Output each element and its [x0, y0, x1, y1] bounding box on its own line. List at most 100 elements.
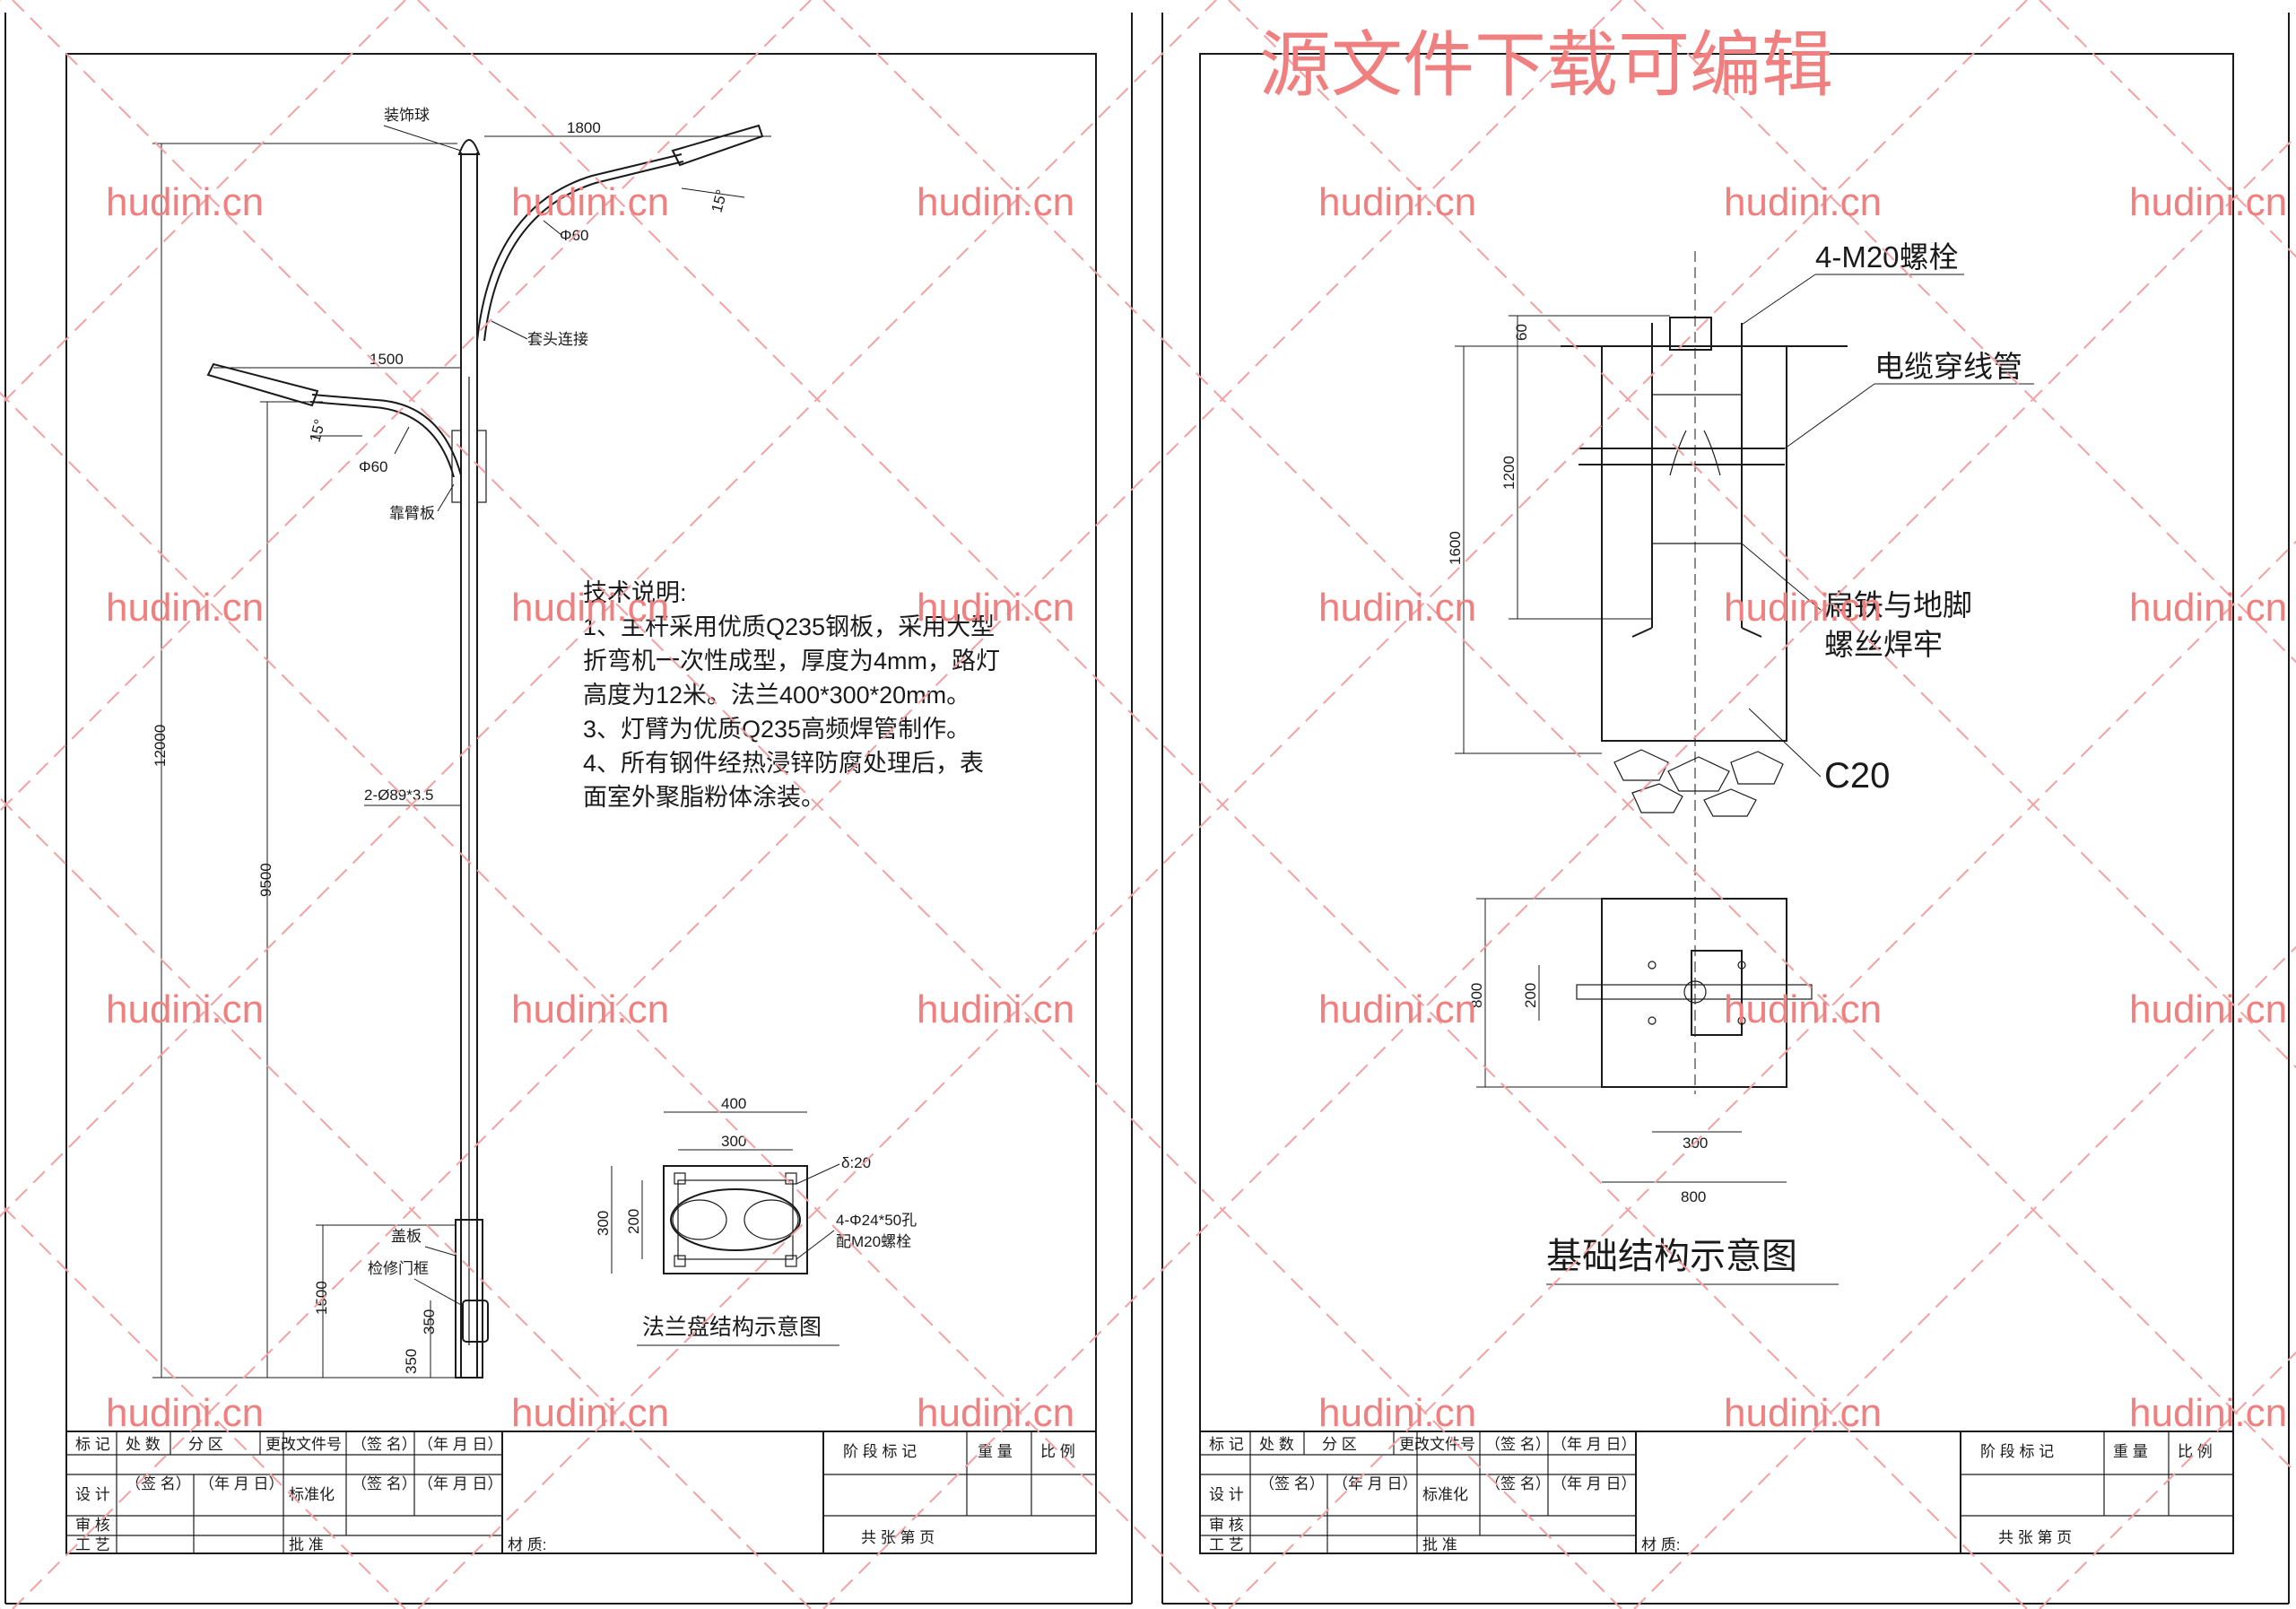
tb-material: 材 质:	[508, 1536, 546, 1553]
tb-stage: 阶 段 标 记	[843, 1443, 917, 1460]
dim-plan-height: 800	[1468, 983, 1485, 1008]
tb2-count: 处 数	[1259, 1436, 1294, 1453]
watermark-site-1-1: hudini.cn	[511, 586, 669, 630]
dim-lower-arm: 1500	[370, 351, 404, 368]
label-cover: 盖板	[391, 1228, 422, 1245]
title-block-left: 标 记 处 数 分 区 更改文件号 （签 名） （年 月 日） 设 计 （签 名…	[65, 1431, 1097, 1554]
watermark-site-1-5: hudini.cn	[2129, 586, 2287, 630]
tb-change-doc: 更改文件号	[265, 1436, 342, 1453]
technical-notes: 技术说明: 1、主杆采用优质Q235钢板，采用大型 折弯机一次性成型，厚度为4m…	[583, 579, 1000, 811]
watermark-site-2-4: hudini.cn	[1724, 987, 1882, 1031]
left-labels: 装饰球 套头连接 靠臂板 Φ60 Φ60 15° 15° 2-Ø89*3.5 盖…	[307, 107, 745, 1307]
label-weld-1: 扁铁与地脚	[1824, 588, 1972, 622]
tb-review: 审 核	[75, 1517, 110, 1534]
label-arm-dia-lower: Φ60	[359, 458, 387, 475]
flange-hole-1: 4-Φ24*50孔	[836, 1212, 917, 1229]
watermark-site-3-5: hudini.cn	[2129, 1391, 2287, 1435]
watermark-site-3-0: hudini.cn	[106, 1391, 264, 1435]
watermark-site-0-4: hudini.cn	[1724, 180, 1882, 224]
tb2-sign-2: （签 名）	[1259, 1475, 1325, 1492]
watermark-site-3-1: hudini.cn	[511, 1391, 669, 1435]
dim-door-base: 1500	[313, 1281, 330, 1315]
label-bolt: 4-M20螺栓	[1815, 240, 1959, 274]
tb2-mark: 标 记	[1209, 1436, 1244, 1453]
tb2-sign-1: （签 名）	[1485, 1436, 1551, 1453]
flange-h-inner: 200	[625, 1209, 642, 1234]
watermark-site-1-3: hudini.cn	[1318, 586, 1476, 630]
tb2-date-1: （年 月 日）	[1552, 1436, 1636, 1453]
tb-weight: 重 量	[978, 1443, 1013, 1460]
lower-arm	[311, 394, 462, 476]
tb-sheets: 共 张 第 页	[861, 1529, 935, 1546]
tb-sign-2: （签 名）	[126, 1475, 191, 1492]
watermark-site-2-3: hudini.cn	[1318, 987, 1476, 1031]
dim-door-bottom: 350	[403, 1349, 420, 1374]
tb2-date-3: （年 月 日）	[1552, 1475, 1636, 1492]
watermark-site-2-2: hudini.cn	[917, 987, 1074, 1031]
dim-total-height: 12000	[152, 725, 169, 767]
watermark-site-2-0: hudini.cn	[106, 987, 264, 1031]
tb2-approve: 批 准	[1422, 1536, 1457, 1553]
label-decor-ball: 装饰球	[384, 107, 430, 124]
watermark-banner: 源文件下载可编辑	[1259, 25, 1833, 105]
dim-lower-height: 9500	[257, 863, 274, 897]
lower-lamp-head	[206, 362, 319, 407]
tb2-review: 审 核	[1209, 1517, 1244, 1534]
right-sheet-frame	[1161, 13, 2290, 1605]
tb2-date-2: （年 月 日）	[1333, 1475, 1417, 1492]
label-angle-upper: 15°	[709, 187, 731, 214]
watermark-site-1-4: hudini.cn	[1724, 586, 1882, 630]
flange-caption: 法兰盘结构示意图	[642, 1315, 822, 1340]
dim-door-height: 350	[421, 1309, 438, 1335]
tb2-zone: 分 区	[1322, 1436, 1357, 1453]
notes-line-5: 4、所有钢件经热浸锌防腐处理后，表	[583, 750, 984, 777]
label-pipe: 2-Ø89*3.5	[364, 787, 434, 804]
label-angle-lower: 15°	[307, 417, 329, 444]
label-door: 检修门框	[368, 1260, 429, 1277]
tb-scale: 比 例	[1040, 1443, 1075, 1460]
notes-line-6: 面室外聚脂粉体涂装。	[583, 784, 825, 811]
tb-sign-3: （签 名）	[352, 1475, 417, 1492]
tb-sign-1: （签 名）	[352, 1436, 417, 1453]
tb2-sign-3: （签 名）	[1485, 1475, 1551, 1492]
tb2-standard: 标准化	[1422, 1486, 1468, 1503]
label-arm-plate: 靠臂板	[389, 505, 435, 522]
notes-line-2: 折弯机一次性成型，厚度为4mm，路灯	[583, 648, 1000, 674]
foundation-plan: 800 200 300 800 基础结构示意图	[1468, 898, 1839, 1285]
dim-bolt-length: 1200	[1500, 456, 1518, 490]
notes-line-1: 1、主杆采用优质Q235钢板，采用大型	[583, 613, 995, 640]
lamp-pole-elevation	[206, 124, 764, 1379]
tb-design: 设 计	[75, 1486, 110, 1503]
watermark-site-0-1: hudini.cn	[511, 180, 669, 224]
tb2-weight: 重 量	[2113, 1443, 2148, 1460]
tb-date-1: （年 月 日）	[418, 1436, 502, 1453]
tb-count: 处 数	[126, 1436, 161, 1453]
watermark-site-3-2: hudini.cn	[917, 1391, 1074, 1435]
dim-plan-width: 800	[1681, 1188, 1706, 1205]
tb2-process: 工 艺	[1209, 1536, 1244, 1553]
flange-diagram: 400 300 300 200 δ:20 4-Φ24*50孔 配M20螺栓 法兰…	[595, 1095, 917, 1346]
watermark-site-0-3: hudini.cn	[1318, 180, 1476, 224]
watermark-site-2-1: hudini.cn	[511, 987, 669, 1031]
label-weld-2: 螺丝焊牢	[1824, 628, 1943, 661]
notes-title: 技术说明:	[583, 579, 687, 606]
watermark-site-3-4: hudini.cn	[1724, 1391, 1882, 1435]
watermark-site-0-0: hudini.cn	[106, 180, 264, 224]
left-dimensions: 12000 9500 1500 350 350 1800 1500	[152, 119, 771, 1379]
tb-standard: 标准化	[289, 1486, 335, 1503]
tb-zone: 分 区	[188, 1436, 223, 1453]
dim-depth: 1600	[1447, 531, 1464, 565]
watermark-site-1-2: hudini.cn	[917, 586, 1074, 630]
foundation-labels: 4-M20螺栓 电缆穿线管 扁铁与地脚 螺丝焊牢 C20	[1741, 240, 2034, 796]
tb2-design: 设 计	[1209, 1486, 1244, 1503]
tb2-stage: 阶 段 标 记	[1980, 1443, 2054, 1460]
foundation-section: 1600 1200 60	[1447, 251, 1848, 1094]
flange-h-outer: 300	[595, 1211, 612, 1236]
tb2-material: 材 质:	[1641, 1536, 1680, 1553]
tb2-sheets: 共 张 第 页	[1998, 1529, 2072, 1546]
notes-line-4: 3、灯臂为优质Q235高频焊管制作。	[583, 716, 970, 743]
label-cable: 电缆穿线管	[1874, 350, 2022, 383]
label-sleeve: 套头连接	[527, 331, 588, 348]
dim-top: 60	[1513, 324, 1530, 341]
